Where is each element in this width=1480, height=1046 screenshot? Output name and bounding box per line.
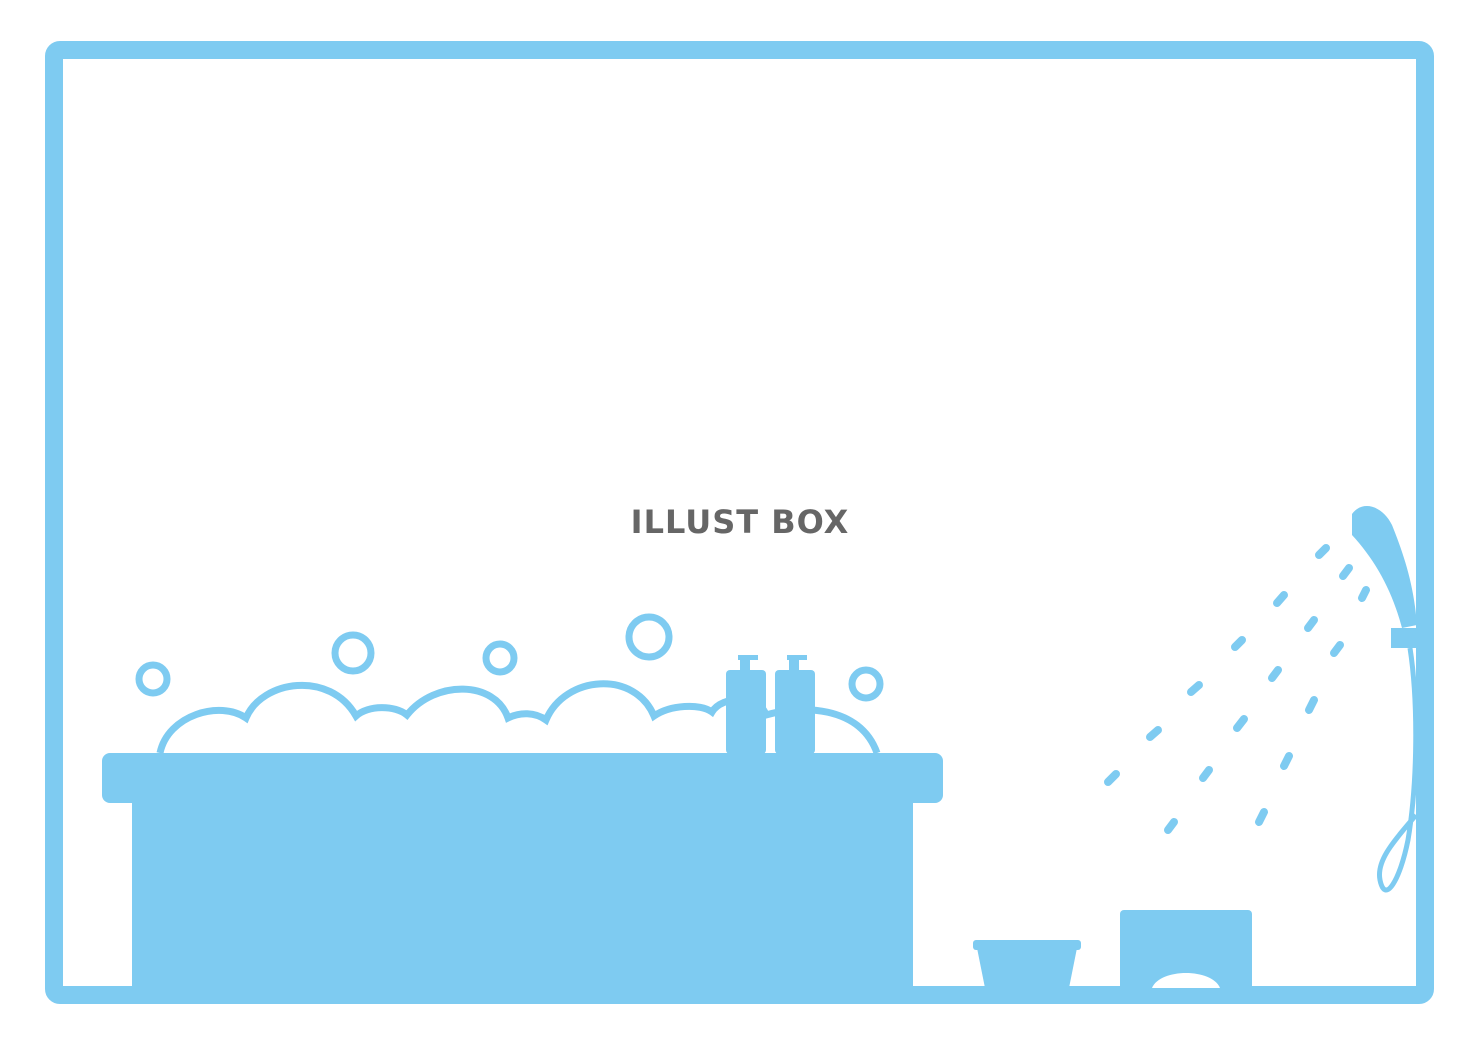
shower-holder (1391, 628, 1419, 648)
water-drop-icon (1330, 641, 1344, 657)
shower-hose (1376, 647, 1419, 893)
water-drop-icon (1146, 726, 1162, 741)
bath-stool-icon (1120, 910, 1252, 990)
bubble-icon (482, 640, 518, 676)
water-drop-icon (1104, 770, 1120, 786)
bubble-icon (135, 661, 171, 697)
stool-cutout (1152, 973, 1220, 988)
shampoo-bottle-icon (775, 655, 815, 754)
water-drop-icon (1255, 808, 1268, 826)
bowl-rim (973, 940, 1081, 950)
water-drops (1104, 544, 1370, 834)
bath-bowl-icon (973, 940, 1081, 988)
watermark-label: ILLUST BOX (630, 503, 850, 541)
water-drop-icon (1199, 766, 1213, 782)
water-drop-icon (1268, 666, 1282, 682)
bathtub-body (132, 790, 913, 988)
floating-bubbles (135, 613, 884, 702)
water-drop-icon (1358, 586, 1370, 602)
water-drop-icon (1233, 715, 1248, 732)
bubble-icon (625, 613, 673, 661)
shower-head (1352, 506, 1417, 628)
shampoo-bottles (726, 655, 815, 754)
water-drop-icon (1273, 591, 1288, 607)
frame-border (45, 41, 1434, 1004)
bath-foam (156, 680, 881, 755)
bubble-icon (331, 631, 375, 675)
water-drop-icon (1187, 681, 1203, 696)
water-drop-icon (1315, 544, 1330, 559)
water-drop-icon (1280, 752, 1293, 770)
shampoo-bottle-icon (726, 655, 766, 754)
bubble-icon (848, 666, 884, 702)
water-drop-icon (1164, 818, 1178, 834)
bowl-body (977, 948, 1077, 988)
water-drop-icon (1339, 564, 1353, 580)
water-drop-icon (1231, 636, 1246, 651)
bathtub-icon (102, 753, 943, 988)
shower-head-icon (1352, 506, 1419, 893)
water-drop-icon (1305, 696, 1318, 714)
water-drop-icon (1304, 616, 1318, 632)
stool-seat (1120, 910, 1252, 990)
